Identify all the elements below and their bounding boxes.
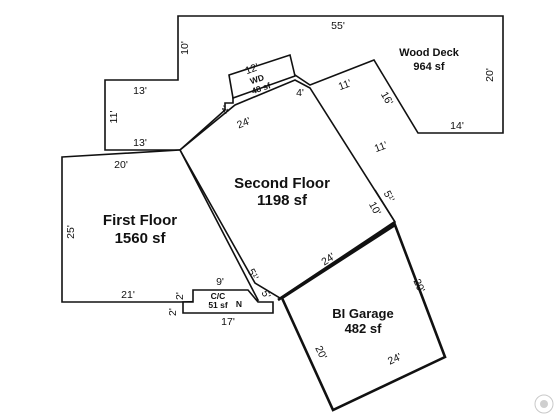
dim-second-right-b: 10' — [366, 200, 383, 218]
dim-cc-bottom: 17' — [221, 316, 235, 328]
dim-cc-right: 5¹' — [245, 267, 261, 283]
wood-deck-name: Wood Deck — [399, 47, 460, 59]
wood-deck-outline — [104, 15, 504, 151]
dim-second-top: 24' — [235, 115, 252, 131]
dim-first-left: 25' — [65, 225, 77, 239]
bi-garage-area: 482 sf — [345, 321, 383, 336]
dim-cc-left: 2' — [174, 292, 186, 300]
dim-wd-top: 12' — [243, 61, 260, 77]
dim-garage-left: 20' — [312, 344, 329, 362]
second-floor-name: Second Floor — [234, 175, 330, 192]
cc-n-label: N — [236, 299, 242, 309]
dim-deck-diag-b: 16' — [378, 90, 395, 108]
dim-garage-bottom: 24' — [386, 351, 403, 368]
dim-upper-left-top: 13' — [133, 85, 147, 97]
dim-deck-top: 55' — [331, 20, 345, 32]
dim-deck-diag-c: 11' — [373, 139, 389, 155]
dim-cc-bottom-left: 2' — [167, 308, 179, 316]
watermark-logo-icon — [534, 394, 554, 414]
cc-name: C/C — [211, 291, 226, 301]
dim-deck-diag-a: 11' — [337, 77, 353, 93]
dim-wd-side: 4' — [219, 104, 233, 115]
cc-closet-outline — [182, 289, 274, 314]
wood-deck-area: 964 sf — [413, 61, 445, 73]
bi-garage-name: BI Garage — [332, 306, 393, 321]
dim-deck-bottom: 14' — [450, 120, 464, 132]
bi-garage-outline — [280, 223, 447, 412]
dim-deck-step: 4' — [296, 87, 304, 99]
dim-deck-left-upper: 10' — [179, 41, 191, 55]
dim-garage-right: 20' — [410, 277, 427, 294]
cc-area: 51 sf — [208, 300, 228, 310]
dim-cc-right2: 5' — [259, 288, 273, 301]
dim-second-right-a: 5¹' — [381, 189, 397, 205]
first-floor-name: First Floor — [103, 212, 177, 229]
dim-deck-right: 20' — [484, 68, 496, 82]
first-floor-area: 1560 sf — [115, 230, 167, 247]
wd-name: WD — [249, 72, 266, 86]
dim-first-top: 20' — [114, 159, 128, 171]
second-floor-outline — [178, 79, 397, 299]
second-right-wall — [374, 189, 396, 223]
second-garage-wall — [277, 220, 396, 302]
second-floor-area: 1198 sf — [257, 192, 308, 209]
wd-closet-outline — [228, 53, 296, 100]
dim-upper-left-side: 11' — [108, 111, 120, 124]
dim-first-bottom: 21' — [121, 289, 135, 301]
dim-cc-top: 9' — [216, 276, 224, 288]
dim-upper-left-bottom: 13' — [133, 137, 147, 149]
